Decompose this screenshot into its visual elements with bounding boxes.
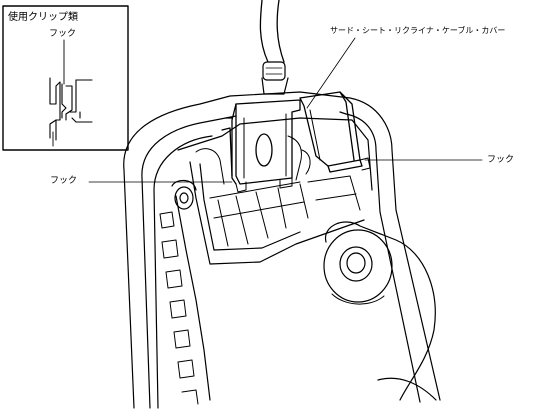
hook-right-label: フック [487, 155, 515, 165]
seat-frame-panel [123, 91, 441, 409]
leader-lines [88, 37, 483, 183]
cable-cover-right-piece [299, 91, 371, 173]
recliner-mechanism-housing [177, 117, 373, 265]
cable-cover-label: サード・シート・リクライナ・ケーブル・カバー [330, 26, 506, 35]
legend-title: 使用クリップ類 [8, 12, 78, 23]
left-mount-boss [171, 179, 197, 210]
legend-hook-label: フック [49, 29, 77, 39]
hook-left-label: フック [50, 176, 78, 186]
legend-hook-figure [49, 39, 93, 147]
cable-cover-left-piece [221, 99, 301, 193]
frame-ribs-left [159, 211, 199, 405]
reclining-cable [259, 0, 289, 95]
recliner-pivot-knob [323, 221, 437, 401]
clip-legend-box [2, 5, 129, 151]
